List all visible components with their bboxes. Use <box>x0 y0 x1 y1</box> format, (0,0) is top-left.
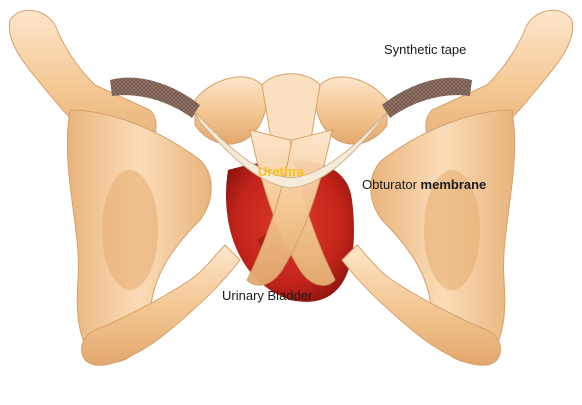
urinary-bladder-label: Urinary Bladder <box>222 288 312 303</box>
obturator-label-prefix: Obturator <box>362 177 421 192</box>
obturator-label-bold: membrane <box>421 177 487 192</box>
urethra-label: Urethra <box>258 164 304 179</box>
obturator-membrane-label: Obturator membrane <box>362 177 486 192</box>
left-obturator-membrane <box>102 170 158 290</box>
synthetic-tape-label: Synthetic tape <box>384 42 466 57</box>
